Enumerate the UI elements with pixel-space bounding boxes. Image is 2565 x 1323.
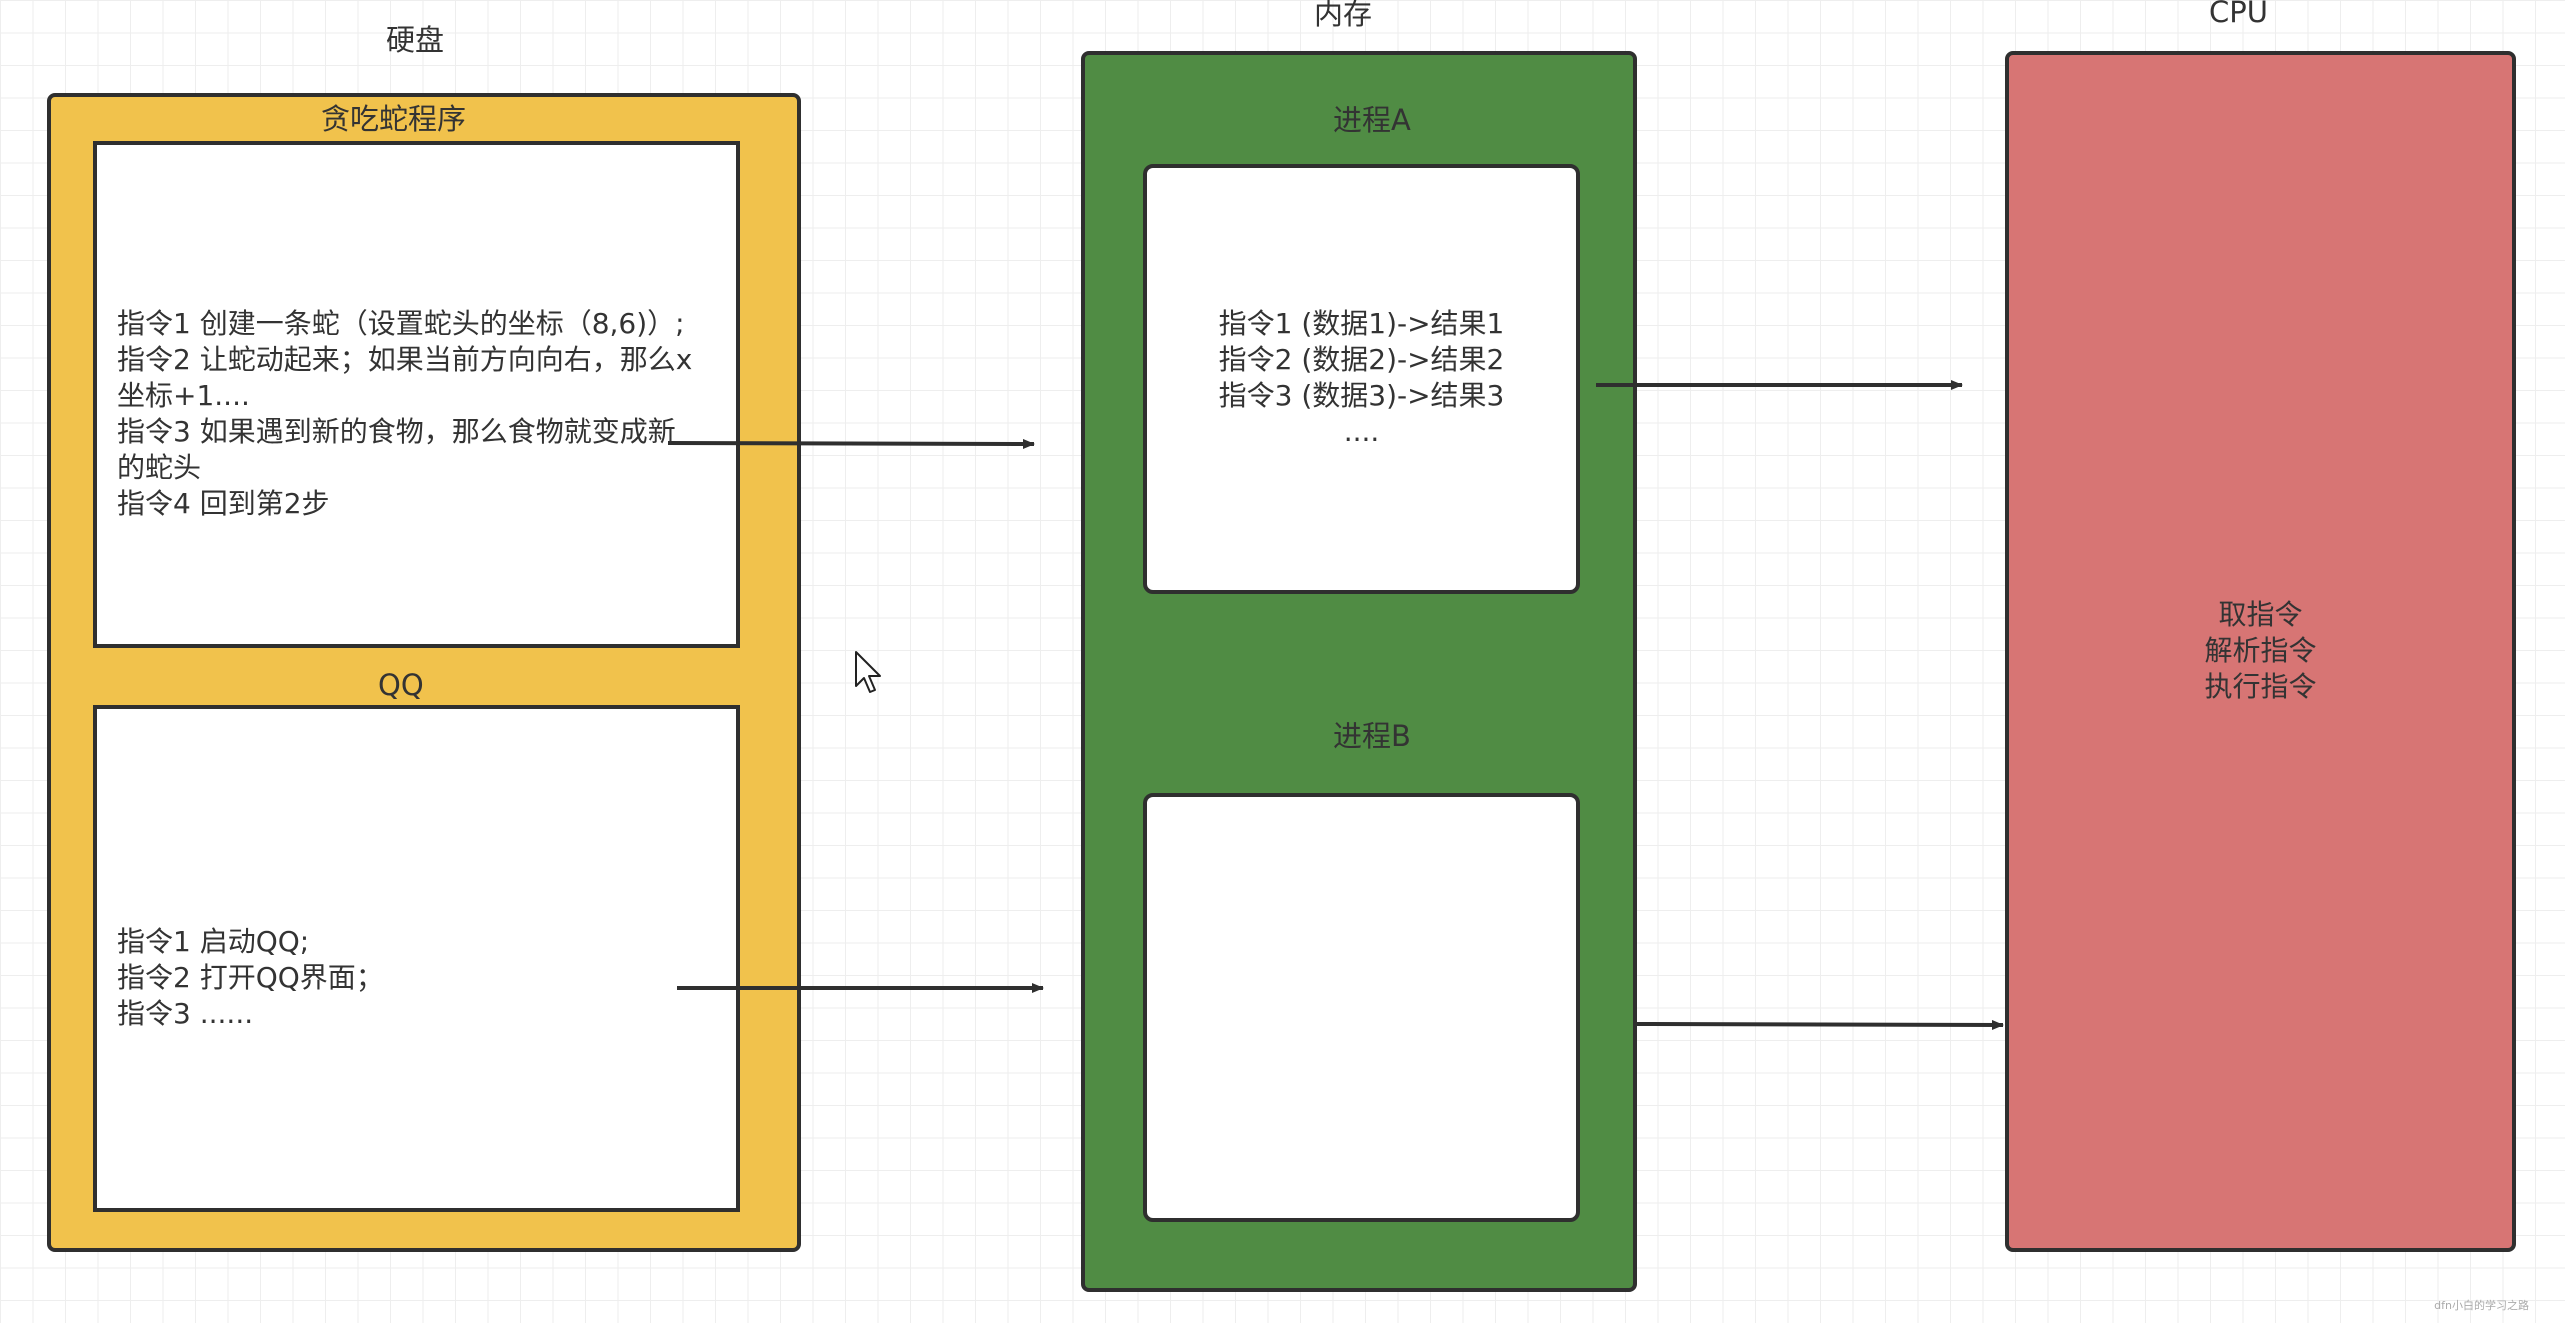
cpu-container (2005, 51, 2516, 1252)
cpu-title: CPU (2209, 0, 2268, 29)
process-a-line: 指令2 (数据2)->结果2 (1218, 343, 1505, 376)
process-b-title: 进程B (1333, 719, 1411, 753)
process-a-instructions: 指令1 (数据1)->结果1 指令2 (数据2)->结果2 指令3 (数据3)-… (1143, 306, 1580, 450)
process-a-line: 指令1 (数据1)->结果1 (1218, 307, 1505, 340)
process-a-line: .... (1343, 415, 1380, 448)
qq-program-box (93, 705, 740, 1212)
process-a-box (1143, 164, 1580, 594)
process-b-box (1143, 793, 1580, 1222)
qq-instruction-line: 指令1 启动QQ; (117, 925, 310, 958)
cpu-operation-line: 取指令 (2218, 598, 2303, 631)
arrow-process-b-to-cpu (1636, 1019, 2004, 1030)
cpu-operation-line: 解析指令 (2204, 634, 2317, 667)
qq-instruction-line: 指令3 ...... (117, 997, 254, 1030)
snake-instruction-line: 指令2 让蛇动起来；如果当前方向向右，那么x (117, 343, 693, 376)
snake-instruction-line: 坐标+1.... (117, 379, 250, 412)
qq-instruction-line: 指令2 打开QQ界面； (117, 961, 384, 994)
disk-title: 硬盘 (386, 23, 445, 57)
snake-instruction-line: 指令4 回到第2步 (117, 487, 330, 520)
process-a-line: 指令3 (数据3)->结果3 (1218, 379, 1505, 412)
cpu-operations: 取指令 解析指令 执行指令 (2005, 597, 2516, 705)
snake-instruction-line: 指令1 创建一条蛇（设置蛇头的坐标（8,6)）; (117, 307, 685, 340)
snake-program-title: 贪吃蛇程序 (321, 102, 467, 136)
memory-title: 内存 (1314, 0, 1373, 31)
snake-instruction-line: 指令3 如果遇到新的食物，那么食物就变成新 (117, 415, 676, 448)
snake-program-box (93, 141, 740, 648)
process-a-title: 进程A (1333, 103, 1411, 137)
cpu-operation-line: 执行指令 (2204, 670, 2317, 703)
qq-program-title: QQ (378, 668, 424, 702)
snake-instruction-line: 的蛇头 (117, 451, 202, 484)
snake-program-instructions: 指令1 创建一条蛇（设置蛇头的坐标（8,6)）; 指令2 让蛇动起来；如果当前方… (117, 306, 692, 522)
qq-program-instructions: 指令1 启动QQ; 指令2 打开QQ界面； 指令3 ...... (117, 924, 384, 1032)
mouse-cursor-icon (855, 651, 881, 693)
watermark: dfn小白的学习之路 (2434, 1299, 2529, 1312)
